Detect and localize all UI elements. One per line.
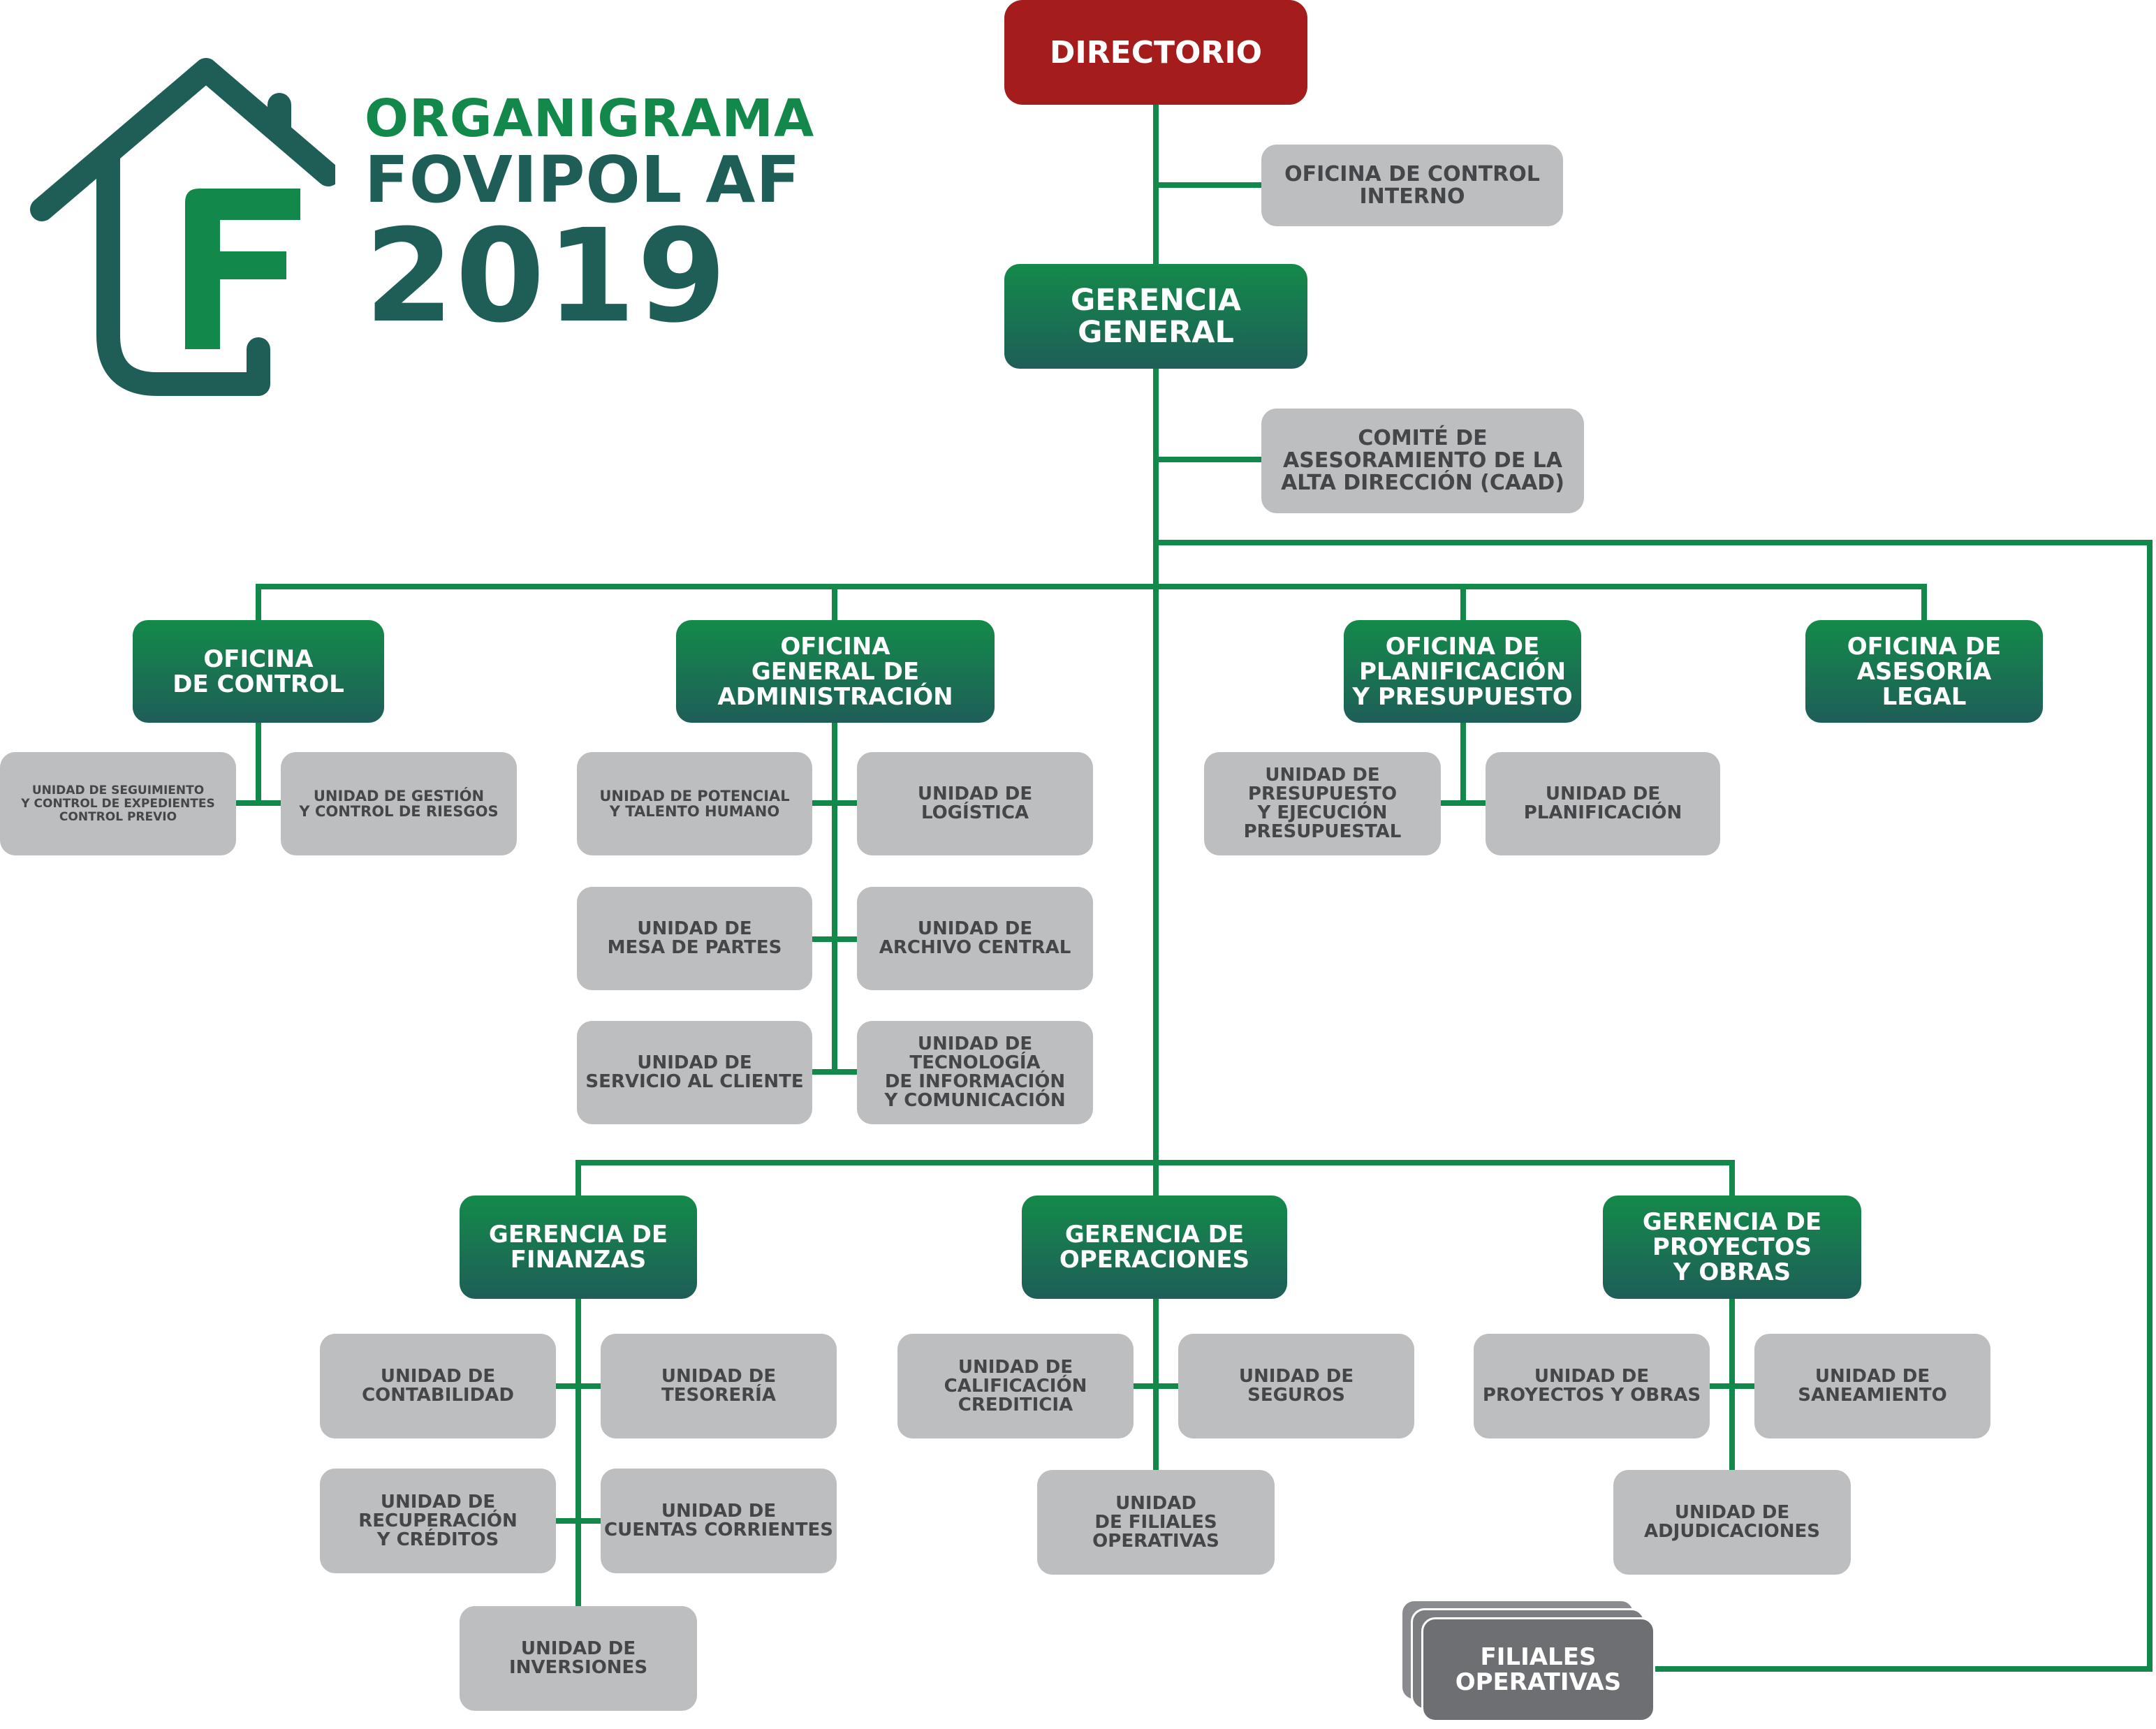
gerencia-finanzas-box[interactable]: GERENCIA DE FINANZAS xyxy=(460,1195,697,1299)
unidad-inversiones-box[interactable]: UNIDAD DE INVERSIONES xyxy=(460,1606,697,1711)
house-icon xyxy=(30,58,335,396)
unidad-archivo-central-box[interactable]: UNIDAD DE ARCHIVO CENTRAL xyxy=(857,887,1093,990)
unidad-contabilidad-box[interactable]: UNIDAD DE CONTABILIDAD xyxy=(320,1334,556,1439)
unidad-presupuesto-box[interactable]: UNIDAD DE PRESUPUESTO Y EJECUCIÓN PRESUP… xyxy=(1204,752,1441,855)
unidad-gestion-riesgos-box[interactable]: UNIDAD DE GESTIÓN Y CONTROL DE RIESGOS xyxy=(281,752,517,855)
unidad-filiales-box[interactable]: UNIDAD DE FILIALES OPERATIVAS xyxy=(1037,1470,1275,1575)
unidad-mesa-partes-box[interactable]: UNIDAD DE MESA DE PARTES xyxy=(577,887,812,990)
title-line-1: ORGANIGRAMA xyxy=(365,89,815,149)
unidad-proyectos-obras-box[interactable]: UNIDAD DE PROYECTOS Y OBRAS xyxy=(1474,1334,1710,1439)
unidad-seguimiento-box[interactable]: UNIDAD DE SEGUIMIENTO Y CONTROL DE EXPED… xyxy=(0,752,236,855)
gerencia-proyectos-box[interactable]: GERENCIA DE PROYECTOS Y OBRAS xyxy=(1603,1195,1861,1299)
filiales-route-line xyxy=(1153,540,2153,1672)
oficina-administracion-box[interactable]: OFICINA GENERAL DE ADMINISTRACIÓN xyxy=(676,620,995,723)
control-interno-box[interactable]: OFICINA DE CONTROL INTERNO xyxy=(1261,145,1563,226)
gerencia-general-box[interactable]: GERENCIA GENERAL xyxy=(1004,264,1307,369)
gerencia-operaciones-box[interactable]: GERENCIA DE OPERACIONES xyxy=(1022,1195,1287,1299)
unidad-calificacion-box[interactable]: UNIDAD DE CALIFICACIÓN CREDITICIA xyxy=(897,1334,1134,1439)
filiales-operativas-box[interactable]: FILIALES OPERATIVAS xyxy=(1421,1617,1655,1722)
unidad-talento-humano-box[interactable]: UNIDAD DE POTENCIAL Y TALENTO HUMANO xyxy=(577,752,812,855)
oficina-control-box[interactable]: OFICINA DE CONTROL xyxy=(133,620,384,723)
unidad-recuperacion-box[interactable]: UNIDAD DE RECUPERACIÓN Y CRÉDITOS xyxy=(320,1469,556,1573)
unidad-saneamiento-box[interactable]: UNIDAD DE SANEAMIENTO xyxy=(1754,1334,1990,1439)
unidad-seguros-box[interactable]: UNIDAD DE SEGUROS xyxy=(1178,1334,1414,1439)
unidad-planificacion-box[interactable]: UNIDAD DE PLANIFICACIÓN xyxy=(1486,752,1720,855)
unidad-logistica-box[interactable]: UNIDAD DE LOGÍSTICA xyxy=(857,752,1093,855)
directorio-box[interactable]: DIRECTORIO xyxy=(1004,0,1307,105)
caad-box[interactable]: COMITÉ DE ASESORAMIENTO DE LA ALTA DIREC… xyxy=(1261,409,1584,513)
logo-letter-f xyxy=(185,189,300,349)
oficina-planificacion-box[interactable]: OFICINA DE PLANIFICACIÓN Y PRESUPUESTO xyxy=(1344,620,1581,723)
unidad-tesoreria-box[interactable]: UNIDAD DE TESORERÍA xyxy=(601,1334,837,1439)
unidad-adjudicaciones-box[interactable]: UNIDAD DE ADJUDICACIONES xyxy=(1613,1470,1851,1575)
unidad-tecnologia-box[interactable]: UNIDAD DE TECNOLOGÍA DE INFORMACIÓN Y CO… xyxy=(857,1021,1093,1124)
fovipol-logo: F xyxy=(30,58,335,396)
title-line-3: 2019 xyxy=(365,202,728,351)
oficina-asesoria-box[interactable]: OFICINA DE ASESORÍA LEGAL xyxy=(1805,620,2043,723)
page-title: ORGANIGRAMA FOVIPOL AF 2019 xyxy=(365,89,815,351)
unidad-servicio-cliente-box[interactable]: UNIDAD DE SERVICIO AL CLIENTE xyxy=(577,1021,812,1124)
title-line-2: FOVIPOL AF xyxy=(365,142,801,217)
unidad-cuentas-corrientes-box[interactable]: UNIDAD DE CUENTAS CORRIENTES xyxy=(601,1469,837,1573)
